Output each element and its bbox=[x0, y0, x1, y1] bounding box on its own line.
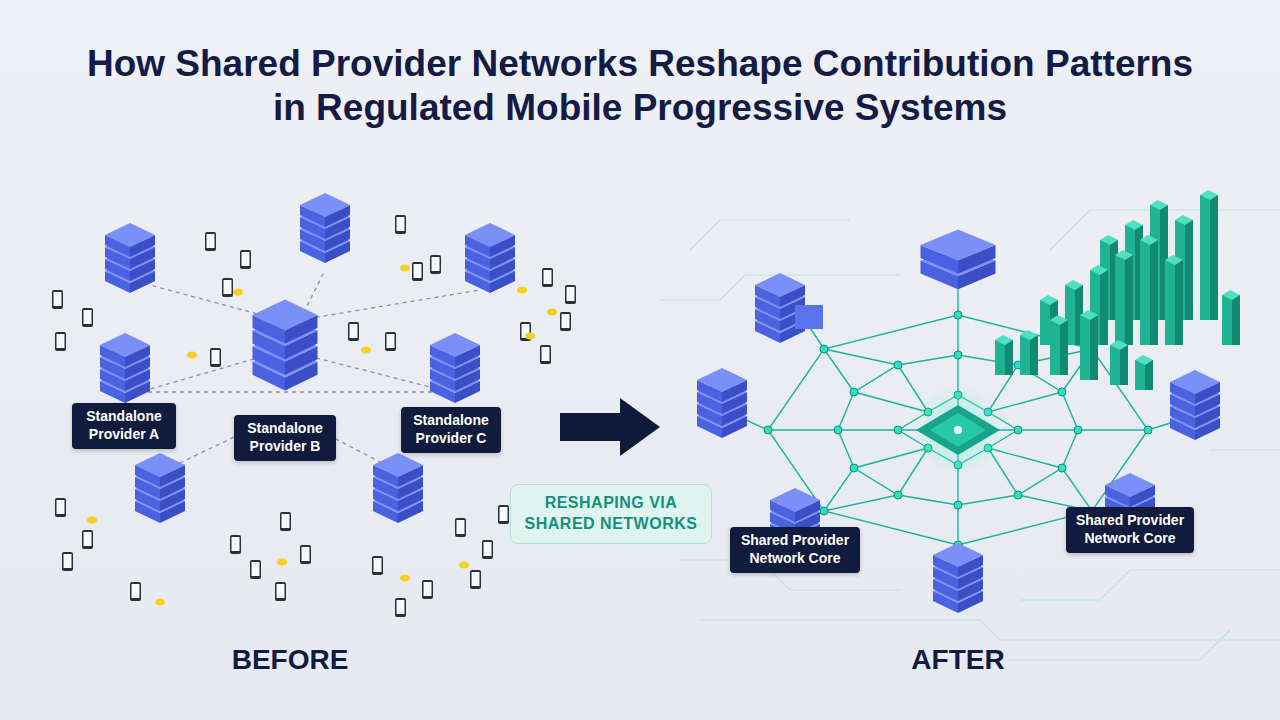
provider-label: Standalone Provider B bbox=[234, 415, 336, 461]
node-text: Shared Provider Network Core bbox=[1072, 512, 1188, 548]
circuit-traces bbox=[660, 210, 1280, 660]
core-label: Shared Provider Network Core bbox=[1066, 507, 1194, 553]
provider-label: Standalone Provider A bbox=[72, 403, 176, 449]
node-text: Shared Provider Network Core bbox=[736, 532, 854, 568]
transition-arrow bbox=[560, 398, 660, 456]
node-text: Standalone Provider A bbox=[78, 408, 170, 444]
phones bbox=[52, 215, 576, 617]
section-label: BEFORE bbox=[170, 643, 410, 677]
core-label: Shared Provider Network Core bbox=[730, 527, 860, 573]
server-stacks-after bbox=[697, 229, 1220, 613]
section-label: AFTER bbox=[838, 643, 1078, 677]
growth-bars bbox=[995, 190, 1240, 390]
node-text: Standalone Provider C bbox=[407, 412, 495, 448]
diagram-title: How Shared Provider Networks Reshape Con… bbox=[80, 42, 1200, 131]
provider-label: Standalone Provider C bbox=[401, 407, 501, 453]
transition-box: RESHAPING VIA SHARED NETWORKS bbox=[510, 484, 712, 544]
node-text: Standalone Provider B bbox=[240, 420, 330, 456]
central-hub bbox=[913, 385, 1003, 475]
node-text: RESHAPING VIA SHARED NETWORKS bbox=[519, 493, 703, 535]
server-stacks-before bbox=[100, 193, 515, 523]
